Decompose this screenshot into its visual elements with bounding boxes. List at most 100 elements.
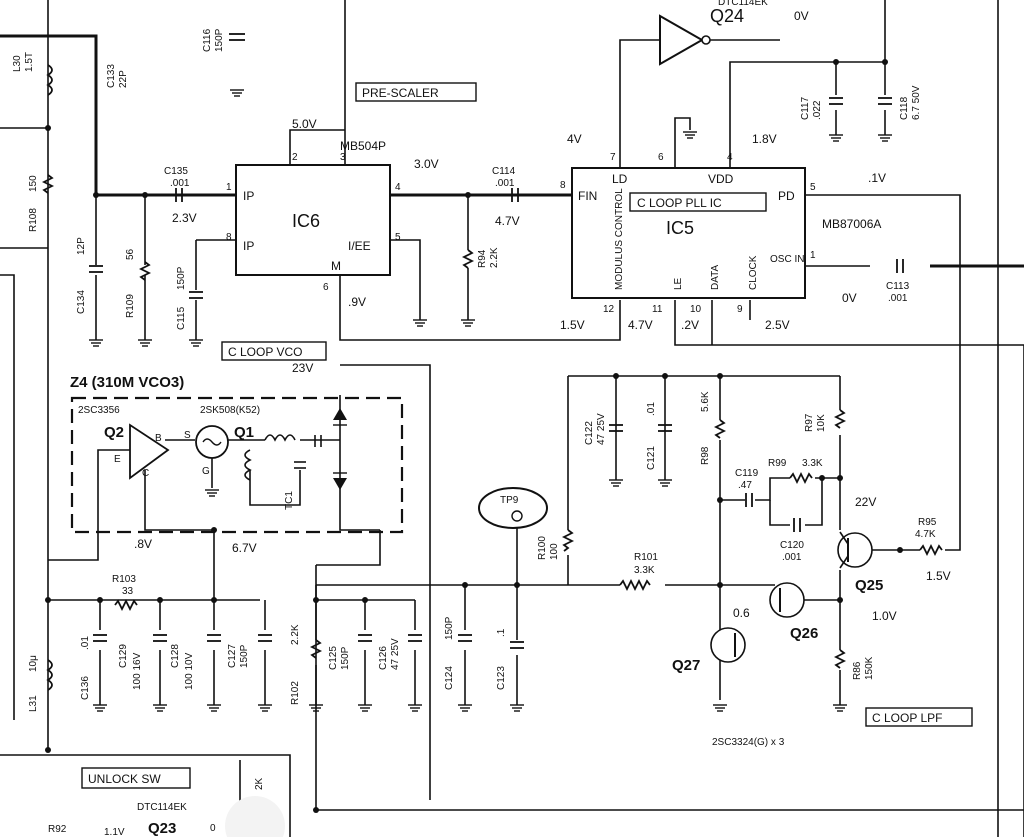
voltage-0-1v: .1V [868,171,886,185]
ground-symbols [89,89,892,712]
c133-value: 22P [118,70,129,88]
ic5-part: MB87006A [822,217,881,231]
q23-ref: Q23 [148,820,176,837]
ic6-body [235,164,391,276]
component-labels: C116 150P L30 1.5T C133 22P R108 150 C13… [12,28,937,837]
ic6-ref: IC6 [292,211,320,231]
ic5-pin-number: 10 [690,304,702,315]
ic6-pin-number: 1 [226,182,232,193]
c118-value: 6.7 50V [911,85,922,120]
q1-part: 2SK508(K52) [200,405,260,416]
q2-term-b: B [155,433,162,444]
ic5-pin-ld: LD [612,172,628,186]
r108-value: 150 [28,175,39,192]
r108-label: R108 [28,208,39,232]
ic5-pin-number: 1 [810,250,816,261]
r98-value: 5.6K [700,391,711,412]
voltage-4-7v: 4.7V [495,214,520,228]
c121-label: C121 [646,446,657,470]
voltage-0-9v: .9V [348,295,366,309]
ic6-part: MB504P [340,139,386,153]
c119-value: .47 [738,480,752,491]
c117-label: C117 [800,96,811,120]
c115-label: C115 [176,306,187,330]
l31-label: L31 [28,695,39,712]
c123-value: .1 [496,628,507,637]
tp9-test-point[interactable] [478,487,548,529]
voltage-1-5v: 1.5V [560,318,585,332]
tc1-label: TC1 [284,491,295,510]
r95-value: 4.7K [915,529,936,540]
r100-value: 100 [549,543,560,560]
voltage-4-7v-le: 4.7V [628,318,653,332]
r102-value: 2.2K [290,624,301,645]
c125-value: 150P [340,646,351,670]
c122-value: 47 25V [596,413,607,445]
r92-label: R92 [48,824,67,835]
transistor-note: 2SC3324(G) x 3 [712,737,785,748]
ic5-pin-vdd: VDD [708,172,734,186]
ic6-pin-number: 4 [395,182,401,193]
c128-value: 100 10V [184,652,195,690]
r103-value: 33 [122,586,134,597]
ic6-pin-ip8: IP [243,239,254,253]
r98-label: R98 [700,446,711,465]
c135-value: .001 [170,178,190,189]
c129-label: C129 [118,644,129,668]
c115-value: 150P [176,266,187,290]
pll-ic-label-frame [629,192,767,212]
partial-1v: 1.1V [104,827,125,837]
pre-scaler-label: PRE-SCALER [362,86,439,100]
ic5-ref: IC5 [666,218,694,238]
c116-label: C116 [202,28,213,52]
l30-label: L30 [12,55,23,72]
q1-term-g: G [202,466,210,477]
r86-label: R86 [852,661,863,680]
c118-label: C118 [899,96,910,120]
tp9-label: TP9 [500,495,519,506]
l31-value: 10μ [28,655,39,672]
c124-value: 150P [444,616,455,640]
q27-symbol [710,627,746,663]
q26-symbol [769,582,805,618]
q24-part: DTC114EK [718,0,768,8]
c124-label: C124 [444,666,455,690]
ic6-pin-number: 3 [340,152,346,163]
c127-label: C127 [227,644,238,668]
c135-label: C135 [164,166,188,177]
c134-label: C134 [76,290,87,314]
ic5-pin-number: 11 [652,304,663,315]
ic5-pin-number: 5 [810,182,816,193]
r95-label: R95 [918,517,937,528]
c122-label: C122 [584,421,595,445]
q2-ref: Q2 [104,424,124,441]
junction-dots [45,59,903,813]
r99-label: R99 [768,458,787,469]
ic5-pin-pd: PD [778,189,795,203]
ic6-pin-number: 8 [226,232,232,243]
c-loop-lpf-frame [865,707,973,727]
voltage-4v: 4V [567,132,582,146]
r99-value: 3.3K [802,458,823,469]
c116-value: 150P [214,28,225,52]
ic5-pin-le: LE [673,277,684,290]
unlock-sw-frame [81,767,191,789]
c113-value: .001 [888,293,908,304]
c113-label: C113 [886,281,910,292]
r109-label: R109 [125,294,136,318]
c134-value: 12P [76,237,87,255]
ic5-pin-data: DATA [710,264,721,290]
q1-ref: Q1 [234,424,254,441]
ic5-body [571,167,806,299]
ic5-pin-fin: FIN [578,189,597,203]
voltage-23v: 23V [292,361,313,375]
z4-vco-module [70,396,404,534]
c133-label: C133 [106,64,117,88]
c126-label: C126 [378,646,389,670]
q2-term-e: E [114,454,121,465]
voltage-2-3v: 2.3V [172,211,197,225]
c136-value: .01 [80,636,91,650]
q25-ref: Q25 [855,577,883,594]
ic5-pin-number: 4 [727,152,733,163]
